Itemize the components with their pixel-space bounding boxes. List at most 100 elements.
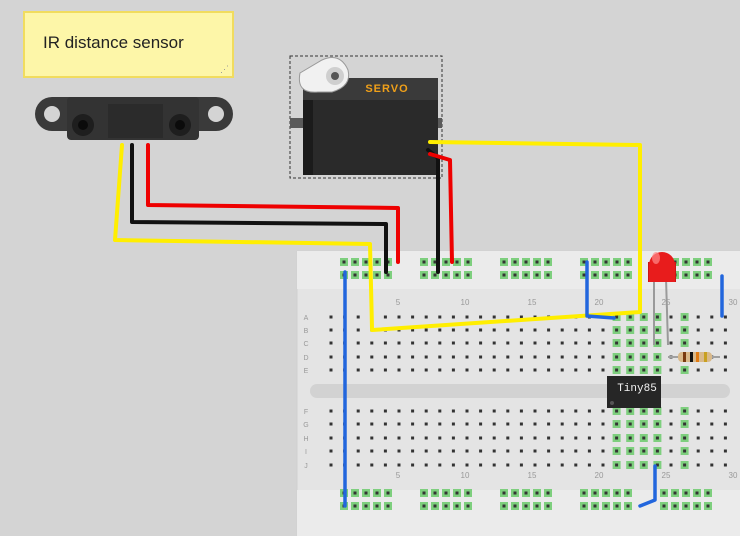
breadboard-hole bbox=[533, 341, 537, 345]
rail-hole bbox=[364, 260, 368, 264]
breadboard-hole bbox=[479, 341, 483, 345]
breadboard-hole bbox=[601, 341, 605, 345]
breadboard-hole bbox=[451, 368, 455, 372]
resize-grip-icon[interactable]: ⋰ bbox=[220, 64, 229, 74]
sticky-note[interactable]: IR distance sensor ⋰ bbox=[23, 11, 234, 78]
breadboard-hole bbox=[329, 422, 333, 426]
rail-hole bbox=[615, 273, 619, 277]
rail-hole bbox=[466, 260, 470, 264]
breadboard-hole bbox=[615, 422, 619, 426]
breadboard-hole bbox=[587, 409, 591, 413]
breadboard-hole bbox=[411, 355, 415, 359]
breadboard-hole bbox=[383, 355, 387, 359]
breadboard-hole bbox=[574, 436, 578, 440]
breadboard-hole bbox=[669, 368, 673, 372]
rail-hole bbox=[353, 504, 357, 508]
rail-hole bbox=[626, 273, 630, 277]
breadboard-hole bbox=[356, 409, 360, 413]
breadboard-hole bbox=[683, 341, 687, 345]
breadboard-hole bbox=[533, 355, 537, 359]
ir-signal-wire bbox=[113, 143, 374, 330]
rail-hole bbox=[604, 491, 608, 495]
breadboard-hole bbox=[479, 463, 483, 467]
breadboard-hole bbox=[574, 368, 578, 372]
breadboard-hole bbox=[574, 422, 578, 426]
column-number: 30 bbox=[729, 471, 738, 480]
rail-hole bbox=[342, 260, 346, 264]
breadboard-hole bbox=[383, 368, 387, 372]
row-label: D bbox=[303, 355, 308, 362]
breadboard-hole bbox=[411, 422, 415, 426]
column-number: 15 bbox=[528, 298, 537, 307]
breadboard-hole bbox=[601, 355, 605, 359]
column-number: 20 bbox=[595, 471, 604, 480]
breadboard-hole bbox=[383, 341, 387, 345]
breadboard-hole bbox=[655, 315, 659, 319]
breadboard-hole bbox=[696, 463, 700, 467]
rail-hole bbox=[375, 504, 379, 508]
breadboard-hole bbox=[560, 463, 564, 467]
breadboard-hole bbox=[506, 463, 510, 467]
breadboard-hole bbox=[519, 328, 523, 332]
breadboard-hole bbox=[574, 355, 578, 359]
breadboard-hole bbox=[601, 436, 605, 440]
breadboard-hole bbox=[397, 449, 401, 453]
rail-hole bbox=[433, 260, 437, 264]
breadboard-hole bbox=[451, 315, 455, 319]
breadboard-hole bbox=[424, 368, 428, 372]
row-label: I bbox=[305, 449, 307, 456]
breadboard-hole bbox=[683, 328, 687, 332]
breadboard-hole bbox=[601, 368, 605, 372]
breadboard-hole bbox=[723, 328, 727, 332]
rail-hole bbox=[695, 504, 699, 508]
servo-signal-wire bbox=[370, 140, 642, 332]
breadboard-hole bbox=[411, 436, 415, 440]
rail-hole bbox=[593, 260, 597, 264]
rail-hole bbox=[535, 273, 539, 277]
breadboard-hole bbox=[615, 328, 619, 332]
breadboard-hole bbox=[465, 315, 469, 319]
breadboard-hole bbox=[465, 422, 469, 426]
breadboard-hole bbox=[574, 409, 578, 413]
breadboard-hole bbox=[683, 368, 687, 372]
column-number: 20 bbox=[595, 298, 604, 307]
breadboard-hole bbox=[479, 355, 483, 359]
row-label: E bbox=[304, 368, 309, 375]
breadboard-hole bbox=[411, 368, 415, 372]
breadboard-hole bbox=[370, 409, 374, 413]
breadboard-hole bbox=[710, 368, 714, 372]
breadboard-hole bbox=[628, 409, 632, 413]
breadboard-hole bbox=[411, 463, 415, 467]
rail-hole bbox=[695, 491, 699, 495]
row-label: H bbox=[303, 436, 308, 443]
breadboard-hole bbox=[397, 355, 401, 359]
breadboard-hole bbox=[533, 368, 537, 372]
breadboard-hole bbox=[642, 315, 646, 319]
breadboard-hole bbox=[574, 463, 578, 467]
rail-hole bbox=[353, 491, 357, 495]
rail-hole bbox=[422, 504, 426, 508]
breadboard-hole bbox=[547, 449, 551, 453]
ir-distance-sensor-icon[interactable] bbox=[35, 97, 233, 140]
rail-hole bbox=[455, 260, 459, 264]
breadboard-hole bbox=[506, 315, 510, 319]
row-label: F bbox=[304, 409, 308, 416]
breadboard-hole bbox=[451, 422, 455, 426]
breadboard-hole bbox=[628, 315, 632, 319]
rail-hole bbox=[386, 504, 390, 508]
red-led-icon[interactable] bbox=[648, 252, 676, 346]
resistor-icon[interactable] bbox=[668, 352, 720, 362]
breadboard-hole bbox=[397, 422, 401, 426]
breadboard-hole bbox=[370, 341, 374, 345]
breadboard-hole bbox=[669, 463, 673, 467]
breadboard-hole bbox=[383, 436, 387, 440]
breadboard-hole bbox=[615, 409, 619, 413]
chip-power-jumper bbox=[585, 260, 616, 320]
breadboard-hole bbox=[683, 409, 687, 413]
breadboard-hole bbox=[587, 422, 591, 426]
breadboard-hole bbox=[723, 422, 727, 426]
servo-motor-icon[interactable]: SERVO bbox=[289, 55, 443, 179]
attiny85-chip-icon[interactable]: Tiny85 bbox=[607, 376, 661, 408]
breadboard-hole bbox=[533, 328, 537, 332]
